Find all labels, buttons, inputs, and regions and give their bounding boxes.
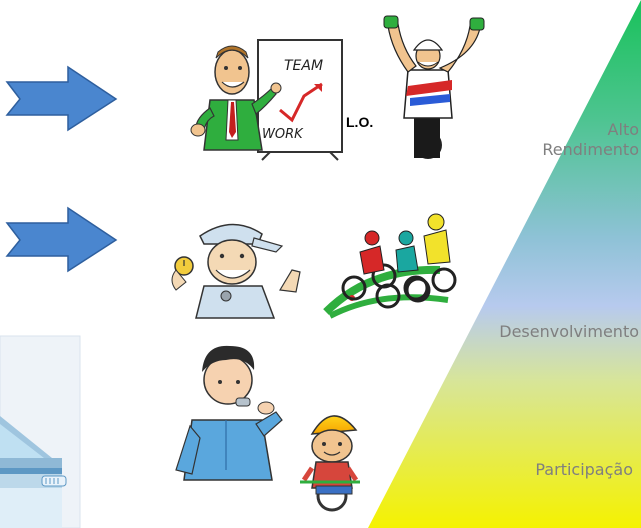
- level-label-alto-line2: Rendimento: [542, 140, 639, 159]
- building-image: [0, 335, 81, 528]
- coach-stopwatch-image: [171, 223, 301, 319]
- level-label-alto-line1: Alto: [607, 120, 639, 139]
- level-label-participacao: Participação: [535, 460, 633, 479]
- cyclist-victory-image: [383, 15, 485, 159]
- arrow-right-icon: [5, 206, 118, 273]
- pyramid-triangle: [368, 0, 641, 528]
- businessman-flipchart-image: [190, 39, 343, 161]
- flipchart-line2: WORK: [262, 127, 304, 142]
- flipchart-line1: TEAM: [284, 58, 323, 74]
- level-label-alto-rendimento: Alto Rendimento: [542, 120, 639, 160]
- level-label-desenvolvimento: Desenvolvimento: [499, 322, 639, 341]
- arrow-right-icon: [5, 65, 118, 132]
- cyclists-group-image: [323, 213, 457, 319]
- child-cyclist-image: [300, 415, 360, 512]
- lo-label: L.O.: [346, 114, 374, 130]
- man-whistle-image: [175, 345, 283, 481]
